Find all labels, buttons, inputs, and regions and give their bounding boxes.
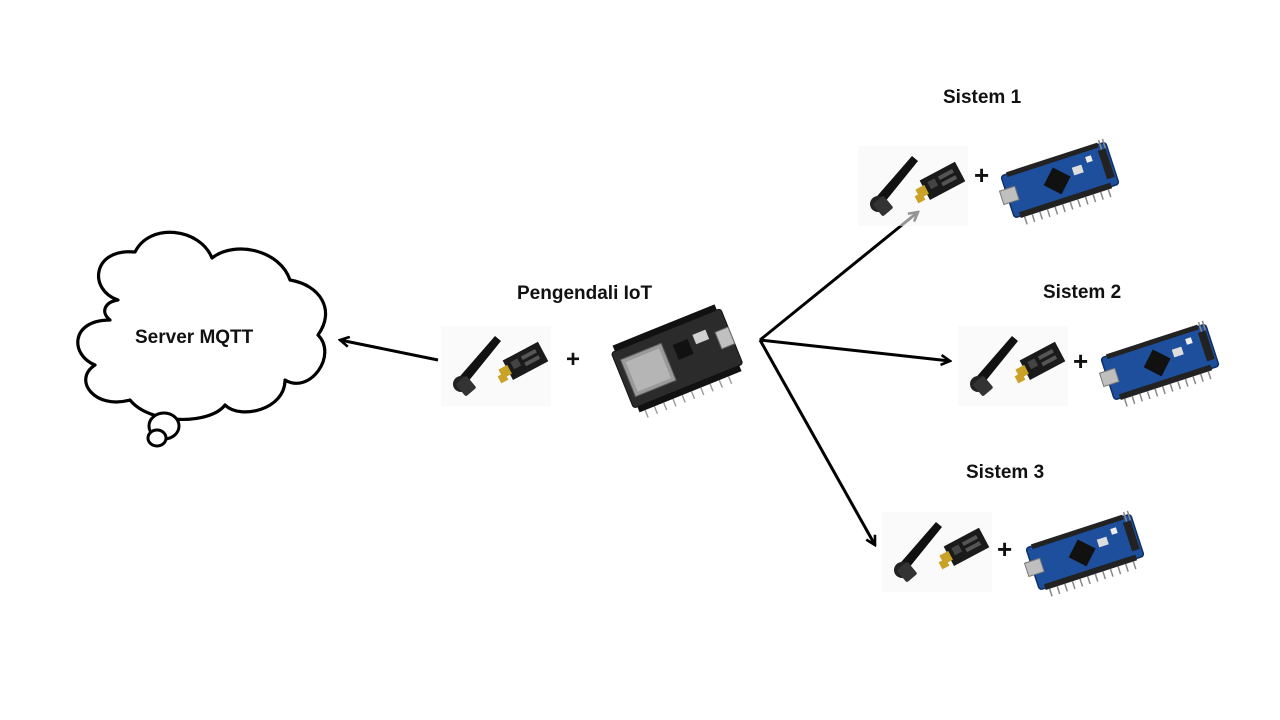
server-label: Server MQTT [135, 327, 254, 348]
sistem-2-label: Sistem 2 [1043, 282, 1122, 303]
sistem-2-plus-sign: + [1073, 346, 1089, 376]
controller-radio-module [441, 326, 551, 406]
sistem-1-label: Sistem 1 [943, 87, 1022, 108]
sistem-2-nano-board [1093, 319, 1223, 413]
sistem-1-nano-board [993, 137, 1123, 231]
controller-plus-sign: + [566, 346, 581, 373]
arrow-to-server [340, 340, 439, 362]
arrow-to-sistem-3 [758, 339, 875, 545]
sistem-2-radio-module [958, 326, 1068, 406]
sistem-3-plus-sign: + [997, 534, 1013, 564]
sistem-1-radio-module [858, 146, 968, 226]
sistem-1-plus-sign: + [974, 160, 990, 190]
sistem-3-nano-board [1018, 509, 1148, 603]
sistem-3-radio-module [882, 512, 992, 592]
arrows [340, 212, 950, 545]
sistem-3-label: Sistem 3 [966, 462, 1045, 483]
mqtt-server-cloud [76, 230, 328, 448]
controller-label: Pengendali IoT [517, 283, 653, 304]
controller-nodemcu-board [608, 302, 749, 422]
arrow-to-sistem-2 [759, 338, 950, 361]
arrow-to-sistem-1 [759, 212, 918, 342]
